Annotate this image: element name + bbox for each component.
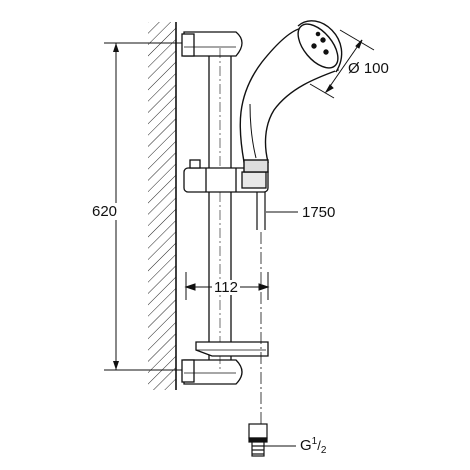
soap-dish <box>195 341 269 357</box>
rail-length-label: 620 <box>92 203 118 220</box>
head-diameter-label: Ø 100 <box>348 60 389 77</box>
thread-size-label: G1/2 <box>300 436 327 456</box>
thread-numerator: 1 <box>311 436 318 447</box>
thread-prefix: G <box>300 437 312 454</box>
thread-fraction-slash: / <box>317 438 321 453</box>
slider-holder <box>183 159 269 193</box>
slide-rail <box>181 31 243 385</box>
wall-section <box>148 22 177 390</box>
spacing-label: 112 <box>212 279 240 296</box>
shower-hose <box>248 192 268 457</box>
hand-shower <box>239 20 343 173</box>
head-diameter-dimension-line <box>309 29 375 99</box>
thread-denominator: 2 <box>320 445 327 456</box>
hose-length-label: 1750 <box>302 204 336 221</box>
